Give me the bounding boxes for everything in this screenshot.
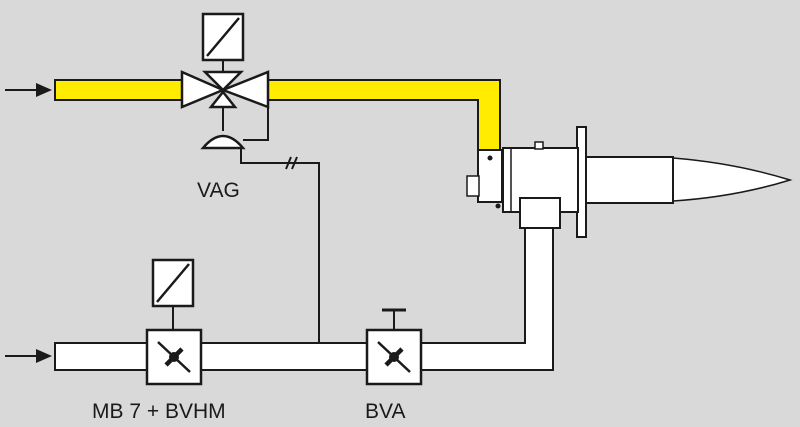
air-inlet-arrow-icon <box>5 349 52 363</box>
impulse-line <box>240 148 320 343</box>
burner-icon <box>466 126 793 238</box>
vag-actuator-icon <box>201 12 245 72</box>
gas-line <box>54 79 501 153</box>
bva-label: BVA <box>365 400 405 423</box>
mb7-valve-icon <box>145 328 203 386</box>
gas-inlet-arrow-icon <box>5 83 52 97</box>
vag-label: VAG <box>197 179 240 202</box>
mb7-label: MB 7 + BVHM <box>92 400 226 423</box>
bva-valve-icon <box>365 328 423 386</box>
vag-valve-icon <box>180 70 270 150</box>
mb7-actuator-icon <box>151 258 195 330</box>
bva-handle-icon <box>382 308 406 330</box>
air-pipe <box>54 225 554 371</box>
